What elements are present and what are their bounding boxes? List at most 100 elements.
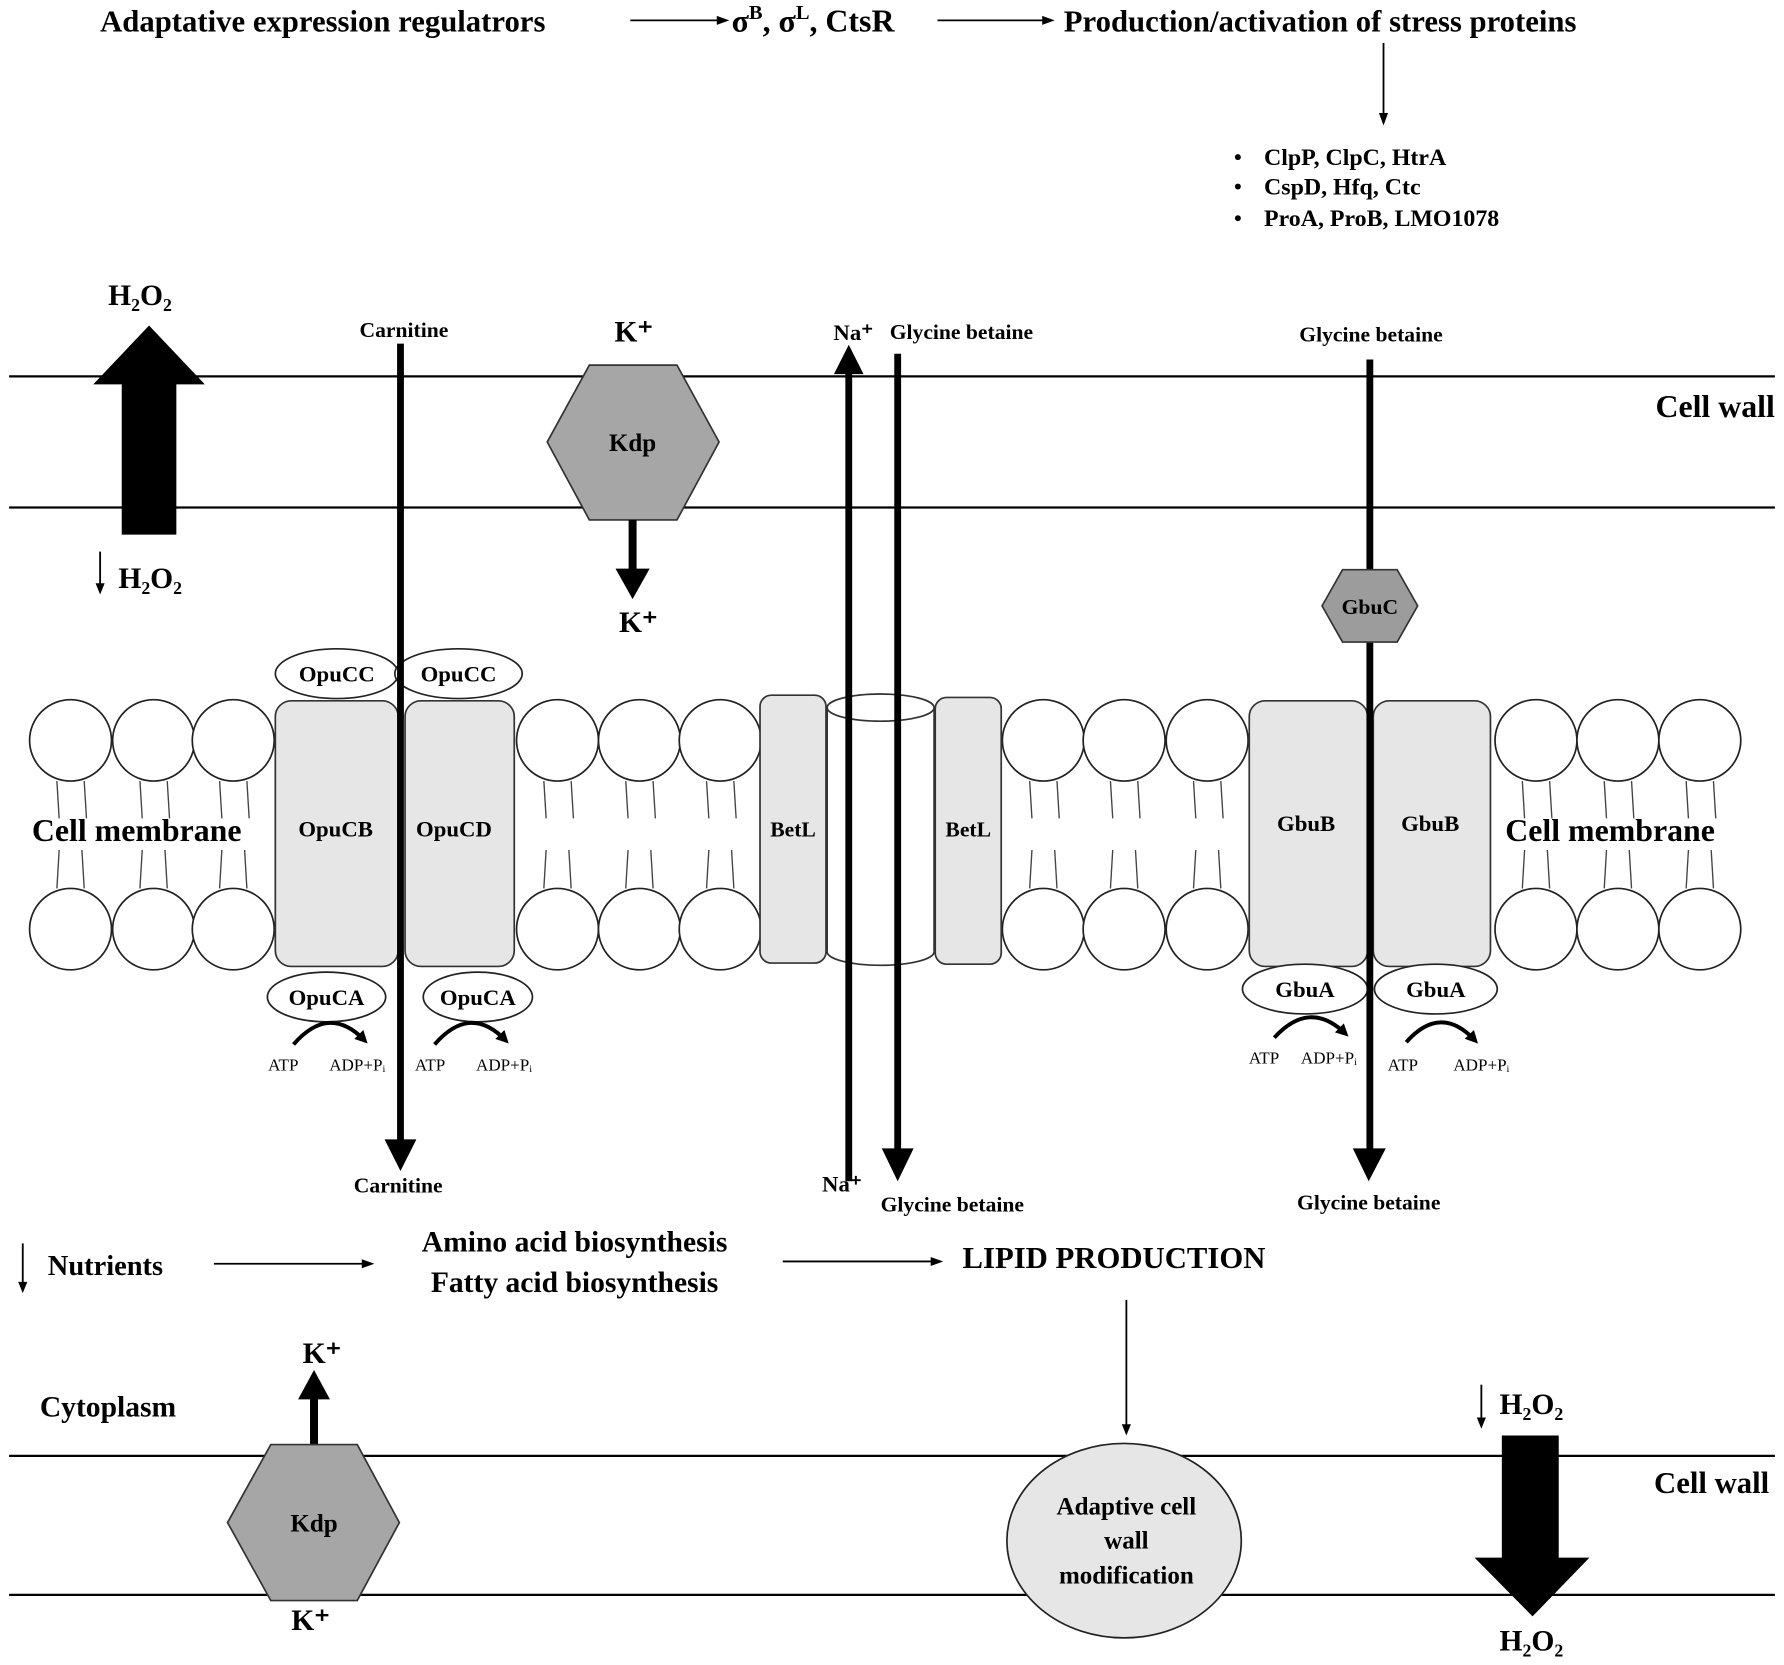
lipid-head [1657, 698, 1742, 782]
gbu-transport: Glycine betaine GbuC Glycine betaine [1297, 322, 1443, 1214]
opuca-label: OpuCA [440, 985, 516, 1010]
lipid-head [1576, 887, 1660, 971]
glycine-betaine-outside-label: Glycine betaine [890, 320, 1033, 344]
lipid-head [191, 887, 276, 971]
lipid-tail [1710, 849, 1715, 889]
regulator-sigma-b: σ [732, 4, 750, 39]
outcome-arrowhead [1042, 15, 1055, 25]
cell-membrane-label: Cell membrane [1505, 813, 1715, 848]
lipid-tail [1056, 781, 1060, 819]
lipid-production-label: LIPID PRODUCTION [963, 1241, 1266, 1275]
gbub-label: GbuB [1401, 811, 1459, 836]
carnitine-arrowhead [384, 1139, 417, 1172]
lipid-bilayer [28, 698, 1742, 971]
kdp-transporter [226, 1443, 401, 1602]
modification-line: Adaptive cell [1057, 1494, 1197, 1521]
lipid-tail [1028, 849, 1033, 889]
gbuc-binding-protein [1321, 568, 1419, 643]
lipid-tail [243, 849, 248, 889]
regulators-label: Adaptative expression regulatrors [100, 5, 545, 39]
lipid-to-wall-arrowhead [1121, 1424, 1131, 1436]
lipid-head [1576, 698, 1660, 782]
carnitine-outside-label: Carnitine [360, 318, 449, 342]
lipid-head [28, 698, 113, 782]
lipid-tail [1192, 781, 1197, 819]
lipid-tail [1630, 781, 1635, 819]
bullet-icon [1234, 154, 1241, 161]
kdp-transport-bottom: K⁺ Kdp K⁺ [226, 1338, 401, 1637]
lipid-tail [1217, 849, 1222, 889]
lipid-head [191, 698, 276, 782]
opucc-label: OpuCC [299, 662, 375, 687]
lipid-head [111, 887, 196, 971]
lipid-tail [139, 781, 143, 819]
opuca-label: OpuCA [289, 985, 365, 1010]
lipid-tail [1685, 849, 1690, 889]
stress-protein-item: CspD, Hfq, Ctc [1264, 174, 1421, 200]
lipid-tail [1685, 781, 1690, 819]
lipid-head [678, 698, 763, 782]
potassium-upper-label: K⁺ [303, 1338, 342, 1370]
lipid-tail [733, 781, 737, 819]
modification-line: modification [1059, 1563, 1194, 1590]
lipid-tail [1220, 781, 1224, 819]
potassium-arrowhead [615, 568, 650, 600]
decrease-arrowhead [18, 1281, 28, 1294]
potassium-arrowhead [298, 1369, 330, 1400]
bullet-icon [1234, 183, 1241, 190]
h2o2-efflux-top: H₂O₂ H₂O₂ [93, 280, 205, 595]
lipid-tail [1712, 781, 1717, 819]
opucb-label: OpuCB [298, 817, 373, 842]
lipid-head [1001, 698, 1086, 782]
lipid-tail [705, 781, 710, 819]
modification-line: wall [1104, 1528, 1149, 1555]
opucd-protein [404, 699, 516, 968]
lipid-head [597, 887, 682, 971]
lipid-tail [1603, 849, 1608, 889]
cell-wall-label: Cell wall [1655, 389, 1775, 424]
atp-hydrolysis-arrow [433, 1020, 509, 1046]
decrease-arrowhead [95, 583, 105, 595]
stress-protein-item: ClpP, ClpC, HtrA [1264, 145, 1447, 171]
opucc-label: OpuCC [421, 662, 497, 687]
lipid-tail [1192, 849, 1197, 889]
adp-pi-label: ADP+Pᵢ [329, 1055, 385, 1074]
sodium-outside-label: Na⁺ [833, 320, 873, 345]
cell-wall-modification: Adaptive cell wall modification [1006, 1442, 1243, 1639]
glycine-betaine-outside-label: Glycine betaine [1299, 322, 1442, 346]
lipid-tail [1137, 781, 1141, 819]
carnitine-inside-label: Carnitine [354, 1174, 443, 1198]
lipid-tail [1109, 781, 1114, 819]
lipid-head [1082, 698, 1166, 782]
lipid-head [28, 887, 113, 971]
lipid-tail [625, 781, 629, 819]
lipid-tail [1603, 781, 1608, 819]
lipid-head [1165, 698, 1249, 782]
betl-label: BetL [770, 818, 816, 842]
decrease-arrowhead [1476, 1417, 1486, 1429]
h2o2-decrease-label: H₂O₂ [118, 563, 182, 595]
regulator-sigma-l-superscript: L [796, 2, 810, 24]
betl-channel-top [826, 693, 935, 723]
carnitine-transport: Carnitine Carnitine [354, 318, 448, 1198]
glycine-betaine-arrowhead [881, 1148, 914, 1182]
stress-proteins-arrowhead [1378, 113, 1389, 126]
atp-label: ATP [268, 1055, 298, 1074]
lipid-tail [1134, 849, 1139, 889]
lipid-head [1082, 887, 1166, 971]
metabolic-adaptation: Nutrients Amino acid biosynthesis Fatty … [18, 1226, 1266, 1436]
h2o2-decrease-label: H₂O₂ [1500, 1389, 1564, 1421]
kdp-label: Kdp [290, 1511, 337, 1538]
regulator-sigma-l: σ [779, 4, 797, 39]
kdp-transport-top: K⁺ Kdp K⁺ [546, 316, 721, 639]
lipid-tail [166, 781, 171, 819]
kdp-label: Kdp [609, 430, 656, 457]
regulator-sigma-b-superscript: B [749, 2, 763, 24]
lipid-tail [543, 781, 547, 819]
lipid-tail [218, 781, 223, 819]
lipid-head [678, 887, 763, 971]
h2o2-efflux-label: H₂O₂ [1500, 1625, 1564, 1657]
h2o2-efflux-arrow [93, 325, 205, 535]
glycine-betaine-inside-label: Glycine betaine [1297, 1191, 1440, 1215]
